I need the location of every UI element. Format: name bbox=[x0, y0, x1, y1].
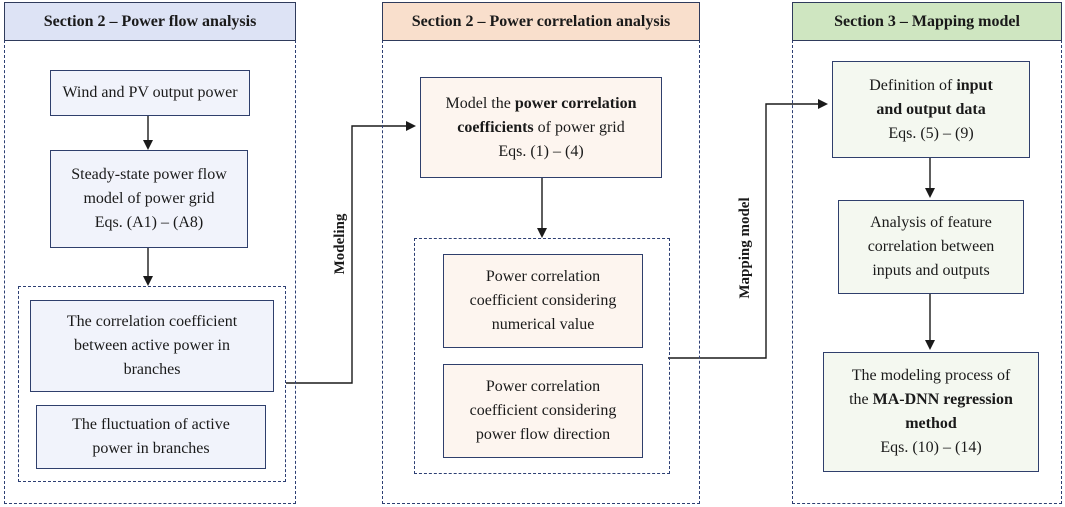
direction-line3: power flow direction bbox=[475, 426, 611, 443]
model-corr-eqs: Eqs. (1) – (4) bbox=[498, 142, 584, 160]
correlation-coefficient-box: The correlation coefficient between acti… bbox=[30, 300, 274, 392]
flow-model-line1: Steady-state power flow bbox=[71, 166, 227, 183]
direction-line1: Power correlation bbox=[485, 378, 601, 395]
flow-direction-box: Power correlation coefficient considerin… bbox=[443, 364, 643, 458]
fluctuation-line1: The fluctuation of active bbox=[72, 416, 230, 433]
numerical-value-box: Power correlation coefficient considerin… bbox=[443, 254, 643, 348]
corr-coef-line3: branches bbox=[123, 361, 181, 378]
numerical-line2: coefficient considering bbox=[469, 292, 617, 309]
corr-coef-line1: The correlation coefficient bbox=[66, 313, 238, 330]
arrow-mapping-model bbox=[668, 99, 828, 359]
process-line1: The modeling process of bbox=[851, 367, 1011, 384]
feature-line1: Analysis of feature bbox=[870, 214, 992, 231]
steady-state-flow-box: Steady-state power flow model of power g… bbox=[50, 150, 248, 248]
feature-correlation-box: Analysis of feature correlation between … bbox=[838, 200, 1024, 294]
arrow-modeling bbox=[286, 121, 416, 384]
process-eqs: Eqs. (10) – (14) bbox=[880, 439, 982, 456]
model-corr-line1: Model the power correlation bbox=[445, 94, 637, 112]
model-correlation-box: Model the power correlation coefficients… bbox=[420, 77, 662, 178]
flow-model-eqs: Eqs. (A1) – (A8) bbox=[94, 214, 204, 231]
corr-coef-line2: between active power in bbox=[74, 337, 230, 354]
numerical-line3: numerical value bbox=[491, 316, 595, 333]
wind-pv-output-text: Wind and PV output power bbox=[62, 84, 238, 101]
definition-line1: Definition of input bbox=[869, 76, 993, 94]
wind-pv-output-box: Wind and PV output power bbox=[50, 70, 250, 116]
modeling-label: Modeling bbox=[331, 213, 348, 275]
definition-io-box: Definition of input and output data Eqs.… bbox=[832, 61, 1030, 158]
section-mapping-model-header: Section 3 – Mapping model bbox=[792, 2, 1062, 41]
model-corr-line2: coefficients of power grid bbox=[457, 118, 625, 136]
definition-line2: and output data bbox=[876, 100, 986, 118]
modeling-process-box: The modeling process of the MA-DNN regre… bbox=[823, 352, 1039, 472]
numerical-line1: Power correlation bbox=[485, 268, 601, 285]
process-line3: method bbox=[905, 415, 957, 432]
section-power-correlation-header: Section 2 – Power correlation analysis bbox=[382, 2, 700, 41]
branch-outputs-group bbox=[18, 286, 286, 482]
definition-eqs: Eqs. (5) – (9) bbox=[888, 124, 974, 142]
feature-line3: inputs and outputs bbox=[872, 262, 990, 279]
direction-line2: coefficient considering bbox=[469, 402, 617, 419]
fluctuation-line2: power in branches bbox=[92, 440, 210, 457]
section-power-flow-header: Section 2 – Power flow analysis bbox=[4, 2, 296, 41]
mapping-model-label: Mapping model bbox=[736, 197, 753, 299]
feature-line2: correlation between bbox=[867, 238, 995, 255]
flow-model-line2: model of power grid bbox=[83, 190, 215, 207]
process-line2: the MA-DNN regression bbox=[849, 391, 1013, 408]
coefficient-group bbox=[414, 238, 670, 474]
fluctuation-box: The fluctuation of active power in branc… bbox=[36, 405, 266, 469]
